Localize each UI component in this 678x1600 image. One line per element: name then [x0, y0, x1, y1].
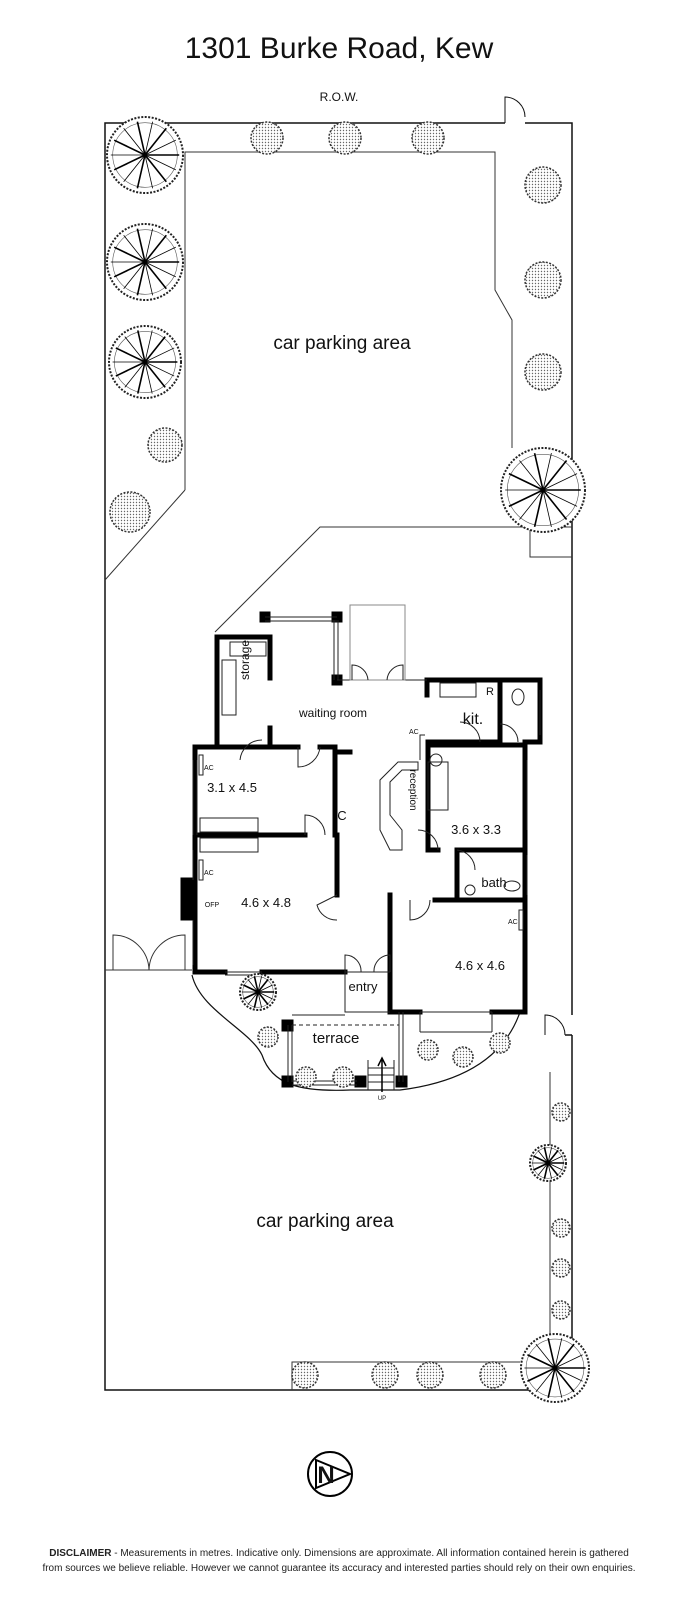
label-terrace: terrace: [313, 1030, 360, 1047]
tree-icon: [106, 116, 184, 194]
shrub-icon: [257, 1026, 279, 1048]
plan-title: 1301 Burke Road, Kew: [185, 32, 494, 65]
tree-icon: [500, 447, 586, 533]
shrub-icon: [452, 1046, 474, 1068]
label-cupboard: C: [337, 808, 346, 823]
shrub-icon: [551, 1102, 571, 1122]
label-stairs-up: UP: [378, 1096, 386, 1102]
building: [180, 611, 543, 1088]
label-bath: bath: [481, 875, 506, 890]
shrub-icon: [524, 166, 562, 204]
label-entry: entry: [349, 979, 378, 994]
landscaping: [106, 116, 590, 1403]
label-fridge: R: [486, 686, 494, 698]
disclaimer-line-1: - Measurements in metres. Indicative onl…: [111, 1548, 629, 1559]
right-of-way-label: R.O.W.: [320, 90, 359, 104]
lot-boundary: [104, 96, 573, 1391]
shrub-icon: [371, 1361, 399, 1389]
shrub-icon: [328, 121, 362, 155]
disclaimer: DISCLAIMER - Measurements in metres. Ind…: [0, 1546, 678, 1576]
label-ac: AC: [204, 765, 214, 772]
label-room-4-6x4-6: 4.6 x 4.6: [455, 958, 505, 973]
shrub-icon: [291, 1361, 319, 1389]
shrub-icon: [109, 491, 151, 533]
shrub-icon: [551, 1258, 571, 1278]
shrub-icon: [479, 1361, 507, 1389]
shrub-icon: [332, 1066, 354, 1088]
shrub-icon: [417, 1039, 439, 1061]
shrub-icon: [147, 427, 183, 463]
shrub-icon: [524, 261, 562, 299]
car-park-bottom-label: car parking area: [256, 1211, 394, 1232]
label-waiting-room: waiting room: [298, 706, 367, 720]
label-room-3-6x3-3: 3.6 x 3.3: [451, 822, 501, 837]
shrub-icon: [489, 1032, 511, 1054]
label-ac: AC: [204, 870, 214, 877]
label-ac: AC: [409, 729, 419, 736]
label-room-4-6x4-8: 4.6 x 4.8: [241, 895, 291, 910]
garden-bed: [191, 974, 521, 1091]
parking-boundary: [104, 151, 572, 1390]
shrub-icon: [551, 1218, 571, 1238]
label-kitchen: kit.: [463, 711, 483, 728]
shrub-icon: [250, 121, 284, 155]
label-reception: reception: [407, 769, 418, 810]
compass-north-label: N: [317, 1462, 334, 1489]
tree-icon: [108, 325, 182, 399]
disclaimer-line-2: from sources we believe reliable. Howeve…: [42, 1563, 636, 1574]
tree-icon: [106, 223, 184, 301]
label-room-3-1x4-5: 3.1 x 4.5: [207, 780, 257, 795]
shrub-icon: [416, 1361, 444, 1389]
tree-icon: [239, 973, 277, 1011]
shrub-icon: [295, 1066, 317, 1088]
label-fireplace: OFP: [205, 902, 220, 909]
thin-lines: [192, 604, 541, 1092]
shrub-icon: [411, 121, 445, 155]
shrub-icon: [524, 353, 562, 391]
label-storage: storage: [238, 640, 252, 680]
tree-icon: [520, 1333, 590, 1403]
shrub-icon: [551, 1300, 571, 1320]
tree-icon: [529, 1144, 567, 1182]
disclaimer-heading: DISCLAIMER: [49, 1548, 112, 1559]
label-ac: AC: [508, 919, 518, 926]
car-park-top-label: car parking area: [273, 333, 411, 354]
north-compass: N: [307, 1451, 353, 1497]
